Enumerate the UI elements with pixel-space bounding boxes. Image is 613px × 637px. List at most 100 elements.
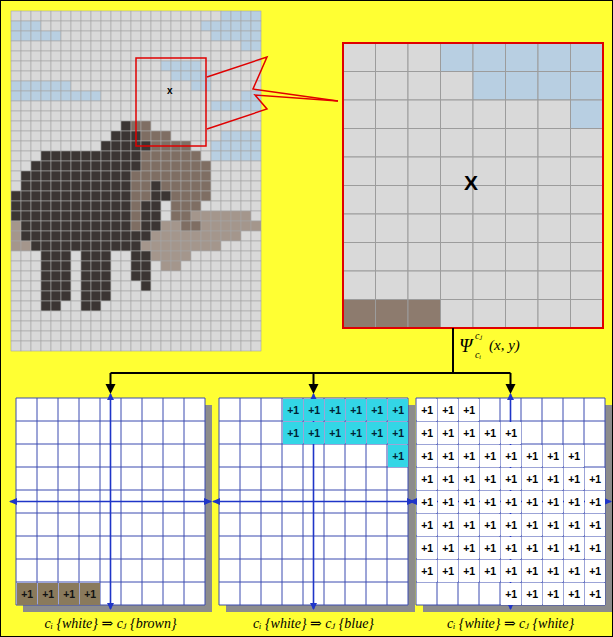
cell-value: +1 [480,468,500,490]
pixel [61,51,71,61]
pixel [211,101,221,111]
pixel [221,91,231,101]
pixel [171,341,181,351]
pixel [221,11,231,21]
zoom-cell [538,214,571,243]
pixel [171,281,181,291]
pixel [61,261,71,271]
cell-value: +1 [417,399,437,421]
pixel [71,21,81,31]
cell-value: +1 [585,491,605,513]
pixel [221,261,231,271]
pixel [21,61,31,71]
pixel [171,201,181,211]
pixel [151,161,161,171]
pixel [61,151,71,161]
zoom-cell [506,214,539,243]
pixel [11,221,21,231]
pixel [121,91,131,101]
pixel [11,81,21,91]
pixel [11,31,21,41]
pixel [61,141,71,151]
pixel [151,171,161,181]
pixel [241,321,251,331]
pixel [71,251,81,261]
pixel [231,161,241,171]
pixel [211,81,221,91]
pixel [111,71,121,81]
pixel [71,41,81,51]
pixel [251,101,261,111]
pixel [11,301,21,311]
pixel [51,231,61,241]
pixel [81,311,91,321]
pixel [71,261,81,271]
zoom-cell [506,243,539,272]
pixel [191,91,201,101]
zoom-pointer [207,57,338,101]
pixel [81,191,91,201]
pixel [181,281,191,291]
pixel [161,271,171,281]
pixel [231,331,241,341]
pixel [171,291,181,301]
cell-value: +1 [459,399,479,421]
pixel [161,341,171,351]
pixel [91,291,101,301]
pixel [201,301,211,311]
pixel [171,261,181,271]
pixel [91,311,101,321]
cell-value: +1 [59,583,79,605]
zoom-pointer [207,95,338,129]
pixel [161,31,171,41]
pixel [101,101,111,111]
pixel [101,191,111,201]
cell-value: +1 [417,560,437,582]
pixel [201,221,211,231]
pixel [91,61,101,71]
zoom-cell [538,271,571,300]
cell-value: +1 [480,491,500,513]
cell-value: +1 [480,560,500,582]
pixel [201,271,211,281]
pixel [11,251,21,261]
pixel [191,261,201,271]
pixel [11,231,21,241]
pixel [31,21,41,31]
pixel [121,51,131,61]
pixel [101,141,111,151]
pixel [31,71,41,81]
pixel-marker: x [167,85,173,96]
pixel [241,221,251,231]
pixel [181,341,191,351]
arrow-head [106,384,116,394]
pixel [161,261,171,271]
pixel [81,231,91,241]
pixel [101,51,111,61]
cell-value: +1 [543,445,563,467]
pixel [221,101,231,111]
pixel [151,321,161,331]
pixel [191,331,201,341]
zoom-cell [343,214,376,243]
zoom-marker: X [464,171,478,195]
pixel [191,151,201,161]
pixel [41,131,51,141]
pixel [201,41,211,51]
pixel [251,141,261,151]
pixel [171,231,181,241]
pixel [181,331,191,341]
pixel [131,31,141,41]
pixel [21,71,31,81]
pixel [51,211,61,221]
pixel [221,111,231,121]
pixel [41,21,51,31]
pixel [171,111,181,121]
pixel [31,311,41,321]
pixel [21,301,31,311]
pixel [131,11,141,21]
zoom-cell [376,72,409,101]
pixel [141,31,151,41]
pixel [91,121,101,131]
pixel [131,291,141,301]
